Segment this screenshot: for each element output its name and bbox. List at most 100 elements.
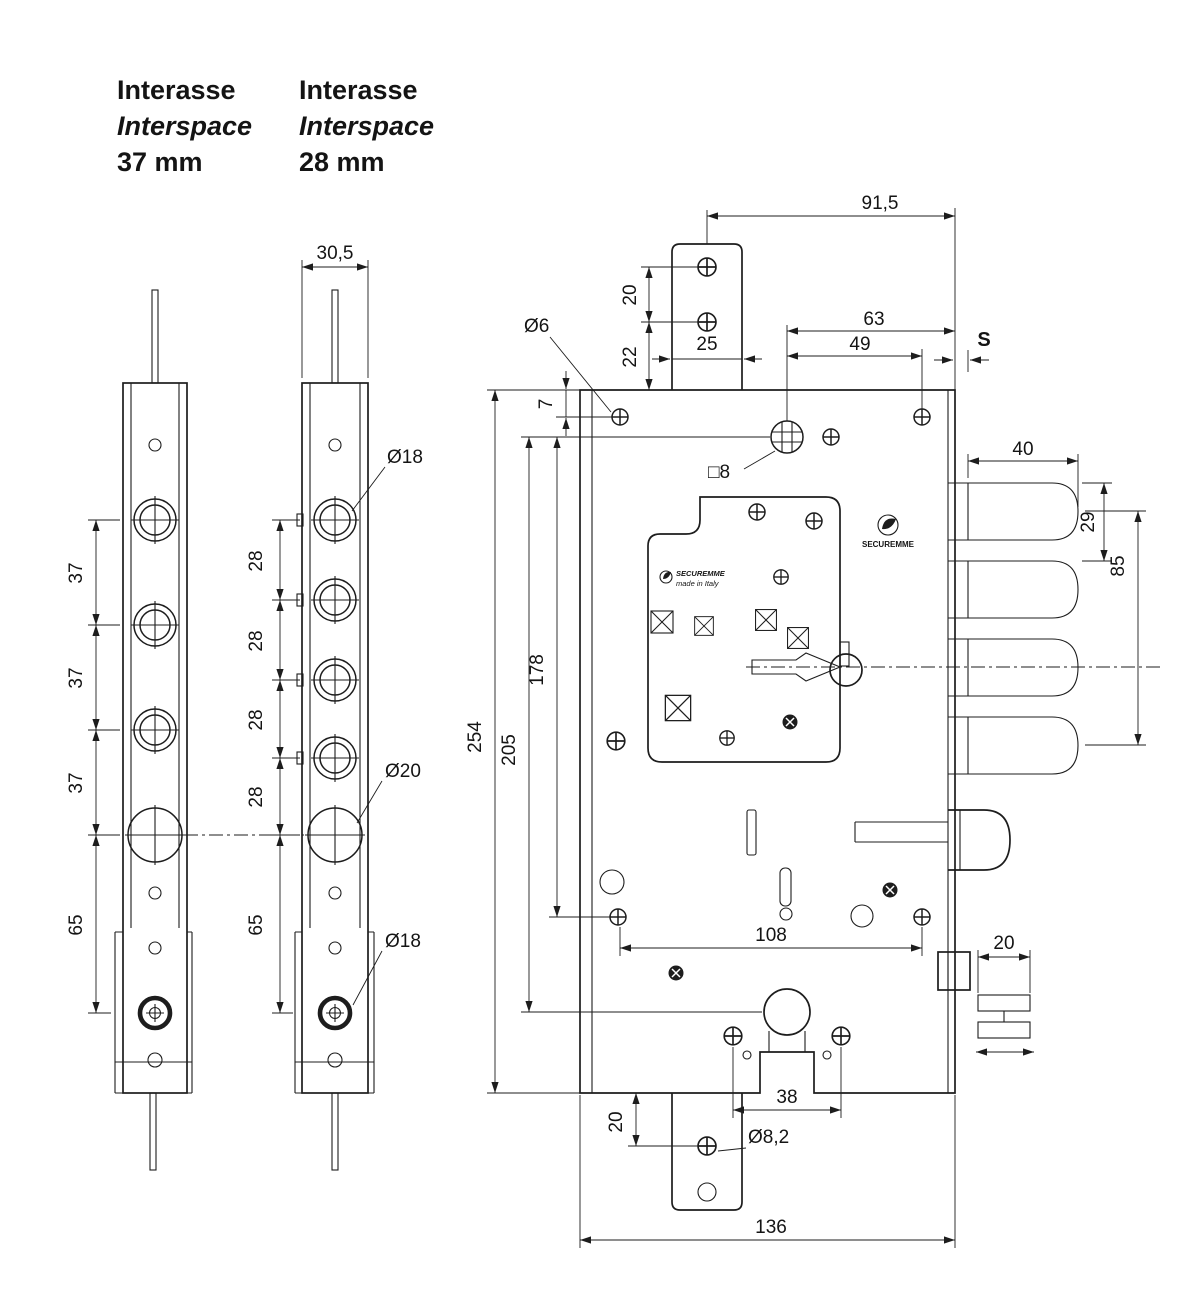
round-hole xyxy=(850,904,874,928)
dim-91-5: 91,5 xyxy=(862,193,899,214)
bottom-bracket-37 xyxy=(114,931,193,1094)
dim-25: 25 xyxy=(696,334,717,355)
small-hole xyxy=(327,1052,343,1068)
bottom-rod-37 xyxy=(149,1092,157,1171)
dim-108: 108 xyxy=(755,925,787,946)
dim-178: 178 xyxy=(527,654,548,686)
latch-head xyxy=(948,809,1011,871)
dimension-lines-profile-37 xyxy=(88,519,120,1014)
gearbox-screw-icon xyxy=(748,503,766,521)
bolt-hole-3 xyxy=(130,705,180,755)
dim-s: S xyxy=(977,329,990,351)
bolt-hole-2 xyxy=(130,600,180,650)
securemme-logo-icon xyxy=(882,518,896,530)
dim-20-tab: 20 xyxy=(620,284,641,305)
header-28-line3: 28 mm xyxy=(299,147,385,177)
spindle-square-hole xyxy=(770,420,804,454)
header-37-line1: Interasse xyxy=(117,75,236,105)
dim-22: 22 xyxy=(620,346,641,367)
header-37-line3: 37 mm xyxy=(117,147,203,177)
dim-7: 7 xyxy=(536,399,557,410)
dim-dia18-top: Ø18 xyxy=(387,447,423,468)
fixing-screw-icon xyxy=(606,731,626,751)
bottom-rod-28 xyxy=(331,1092,339,1171)
lock-body-outline xyxy=(579,389,956,1094)
dim-37-b: 37 xyxy=(66,667,87,688)
bottom-mounting-tab xyxy=(671,1093,743,1211)
bolt-hole-4 xyxy=(310,733,360,783)
gearbox-screw-icon xyxy=(805,512,823,530)
fixing-screw-icon xyxy=(913,408,931,426)
round-hole xyxy=(599,869,625,895)
profile-view-28: 30,5 28 28 28 28 65 Ø18 Ø20 Ø18 xyxy=(246,243,423,1171)
top-rod-37 xyxy=(151,289,159,384)
dim-65-b: 65 xyxy=(246,914,267,935)
dim-dia6: Ø6 xyxy=(524,316,549,337)
strike-adjust-detail xyxy=(976,994,1034,1056)
bolt-hole-2 xyxy=(310,575,360,625)
dim-28-c: 28 xyxy=(246,709,267,730)
certification-pictogram-icon xyxy=(754,608,778,632)
tab-hole xyxy=(697,1182,717,1202)
small-hole xyxy=(328,941,342,955)
latch-stem xyxy=(854,821,948,843)
slot xyxy=(746,809,757,856)
dim-65-a: 65 xyxy=(66,914,87,935)
dim-37-a: 37 xyxy=(66,562,87,583)
small-hole xyxy=(148,941,162,955)
small-hole xyxy=(328,886,342,900)
header-interspace-28: Interasse Interspace 28 mm xyxy=(299,75,434,177)
cylinder-cam-hole xyxy=(829,653,863,687)
header-37-line2: Interspace xyxy=(117,111,252,141)
small-hole xyxy=(742,1050,752,1060)
tab-screw-icon xyxy=(697,1136,717,1156)
certification-pictogram-icon xyxy=(650,610,674,634)
dim-dia20: Ø20 xyxy=(385,761,421,782)
header-28-line1: Interasse xyxy=(299,75,418,105)
cylinder-keyhole xyxy=(763,988,811,1036)
fixing-screw-icon xyxy=(609,908,627,926)
small-hole xyxy=(147,1052,163,1068)
black-screw-icon xyxy=(667,964,685,982)
slot xyxy=(779,867,792,907)
dimension-lines-main xyxy=(487,208,1146,1248)
dim-28-a: 28 xyxy=(246,550,267,571)
small-hole xyxy=(779,907,793,921)
dim-dia18-bottom: Ø18 xyxy=(385,931,421,952)
bottom-bracket-28 xyxy=(294,931,375,1094)
dim-205: 205 xyxy=(499,734,520,766)
profile-view-37: 37 37 37 65 xyxy=(66,289,193,1171)
gearbox: SECUREMME made in Italy xyxy=(647,496,850,763)
cylinder-screw-icon xyxy=(723,1026,743,1046)
latch-hole xyxy=(304,804,366,866)
bolt-hole-1 xyxy=(310,495,360,545)
fixing-screw-icon xyxy=(822,428,840,446)
dim-85: 85 xyxy=(1108,555,1129,576)
dim-square8: □8 xyxy=(708,462,730,483)
tab-screw-icon xyxy=(697,257,717,277)
dim-29: 29 xyxy=(1078,511,1099,532)
deadbolt-4 xyxy=(948,716,1079,775)
certification-pictogram-icon xyxy=(786,626,810,650)
dim-28-d: 28 xyxy=(246,786,267,807)
gearbox-screw-icon xyxy=(719,730,735,746)
dim-dia8-2: Ø8,2 xyxy=(748,1127,789,1148)
black-screw-icon xyxy=(781,713,799,731)
lock-body-view: SECUREMME made in Italy SECUREMME xyxy=(465,193,1164,1248)
fixing-screw-icon xyxy=(611,408,629,426)
certification-pictogram-icon xyxy=(664,694,692,722)
top-rod-28 xyxy=(331,289,339,384)
brand-text-small: SECUREMME xyxy=(676,569,726,578)
dim-20-right: 20 xyxy=(993,933,1014,954)
brand-text: SECUREMME xyxy=(862,540,915,549)
cylinder-screw-icon xyxy=(831,1026,851,1046)
dim-30-5: 30,5 xyxy=(317,243,354,264)
securemme-logo-icon xyxy=(663,571,671,579)
dim-49: 49 xyxy=(849,334,870,355)
deadbolt-1 xyxy=(948,482,1079,541)
bolt-hole-3 xyxy=(310,655,360,705)
securemme-logo-icon xyxy=(877,514,899,536)
gearbox-screw-icon xyxy=(773,569,789,585)
header-28-line2: Interspace xyxy=(299,111,434,141)
